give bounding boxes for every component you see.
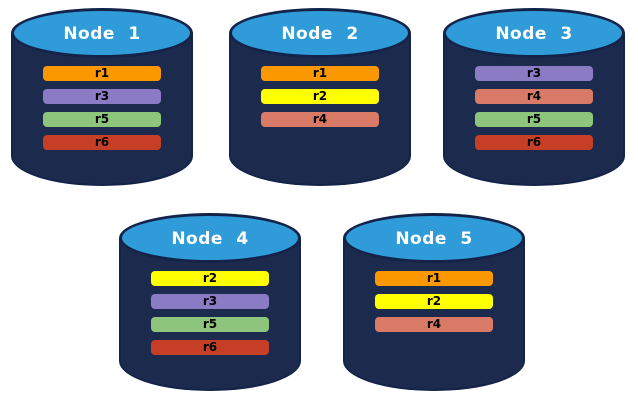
record-bar: r3 (43, 89, 161, 104)
record-bar: r5 (475, 112, 593, 127)
record-bar: r4 (475, 89, 593, 104)
node-label: Node 5 (395, 228, 473, 249)
cylinder-top: Node 4 (119, 213, 301, 263)
record-bar: r6 (151, 340, 269, 355)
cylinder-top: Node 1 (11, 8, 193, 58)
node-label: Node 1 (63, 23, 141, 44)
record-list: r2 r3 r5 r6 (151, 271, 269, 355)
database-node-1: Node 1 r1 r3 r5 r6 (11, 8, 193, 186)
database-node-4: Node 4 r2 r3 r5 r6 (119, 213, 301, 391)
record-list: r1 r2 r4 (261, 66, 379, 127)
record-bar: r3 (475, 66, 593, 81)
cylinder-body (11, 33, 193, 186)
record-bar: r6 (475, 135, 593, 150)
cylinder-top: Node 3 (443, 8, 625, 58)
cylinder-body (343, 238, 525, 391)
record-list: r1 r3 r5 r6 (43, 66, 161, 150)
record-list: r3 r4 r5 r6 (475, 66, 593, 150)
cylinder-top: Node 2 (229, 8, 411, 58)
record-bar: r1 (375, 271, 493, 286)
cylinder-body (229, 33, 411, 186)
record-bar: r4 (261, 112, 379, 127)
database-node-5: Node 5 r1 r2 r4 (343, 213, 525, 391)
record-bar: r4 (375, 317, 493, 332)
node-label: Node 2 (281, 23, 359, 44)
record-bar: r2 (375, 294, 493, 309)
node-label: Node 4 (171, 228, 249, 249)
database-node-2: Node 2 r1 r2 r4 (229, 8, 411, 186)
database-node-3: Node 3 r3 r4 r5 r6 (443, 8, 625, 186)
record-bar: r1 (261, 66, 379, 81)
record-bar: r5 (151, 317, 269, 332)
record-bar: r2 (261, 89, 379, 104)
cylinder-body (443, 33, 625, 186)
record-bar: r3 (151, 294, 269, 309)
record-bar: r6 (43, 135, 161, 150)
cylinder-body (119, 238, 301, 391)
record-bar: r2 (151, 271, 269, 286)
node-label: Node 3 (495, 23, 573, 44)
record-list: r1 r2 r4 (375, 271, 493, 332)
record-bar: r1 (43, 66, 161, 81)
record-bar: r5 (43, 112, 161, 127)
cylinder-top: Node 5 (343, 213, 525, 263)
